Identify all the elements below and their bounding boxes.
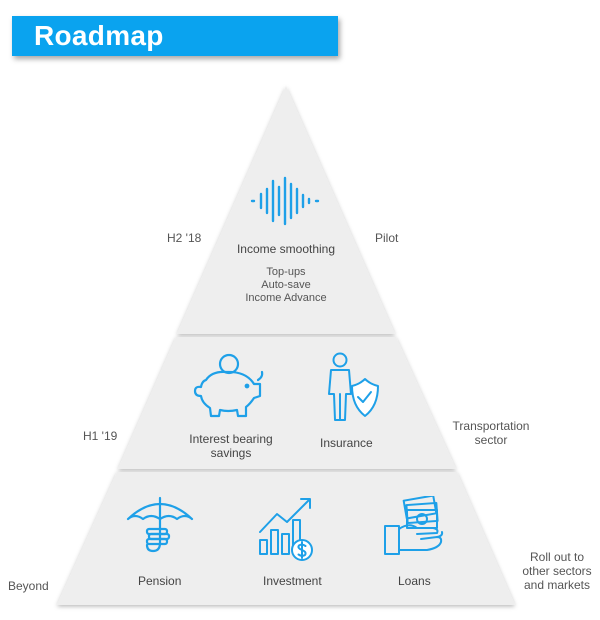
period-h2-18: H2 '18: [167, 231, 202, 245]
umbrella-coins-icon: [126, 496, 194, 553]
period-h1-19: H1 '19: [83, 429, 118, 443]
feature-top-ups: Top-ups: [266, 266, 306, 278]
stage-transportation-line2: sector: [474, 433, 508, 447]
item-label-pension: Pension: [138, 574, 182, 588]
item-label-investment: Investment: [263, 574, 322, 588]
title-bar: Roadmap: [12, 16, 338, 56]
stage-roll-out-line3: and markets: [523, 578, 591, 592]
stage-roll-out-line1: Roll out to: [529, 550, 585, 564]
stage-transportation-line1: Transportation: [452, 419, 530, 433]
person-shield-icon: [328, 352, 379, 421]
item-label-interest-bearing-line1: Interest bearing: [189, 432, 273, 446]
sound-wave-icon: [250, 176, 320, 226]
feature-auto-save: Auto-save: [261, 279, 311, 291]
stage-pilot: Pilot: [375, 231, 399, 245]
piggy-bank-icon: [193, 353, 264, 418]
page-title: Roadmap: [34, 20, 164, 51]
stage-roll-out-line2: other sectors: [522, 564, 592, 578]
item-label-interest-bearing-line2: savings: [210, 446, 252, 460]
hand-money-icon: [384, 496, 444, 555]
item-label-insurance: Insurance: [320, 436, 373, 450]
period-beyond: Beyond: [8, 579, 49, 593]
pyramid-tier-middle: [118, 337, 456, 469]
growth-chart-icon: [259, 498, 313, 561]
feature-income-advance: Income Advance: [245, 292, 327, 304]
item-label-loans: Loans: [398, 574, 431, 588]
item-label-income-smoothing: Income smoothing: [236, 242, 336, 256]
